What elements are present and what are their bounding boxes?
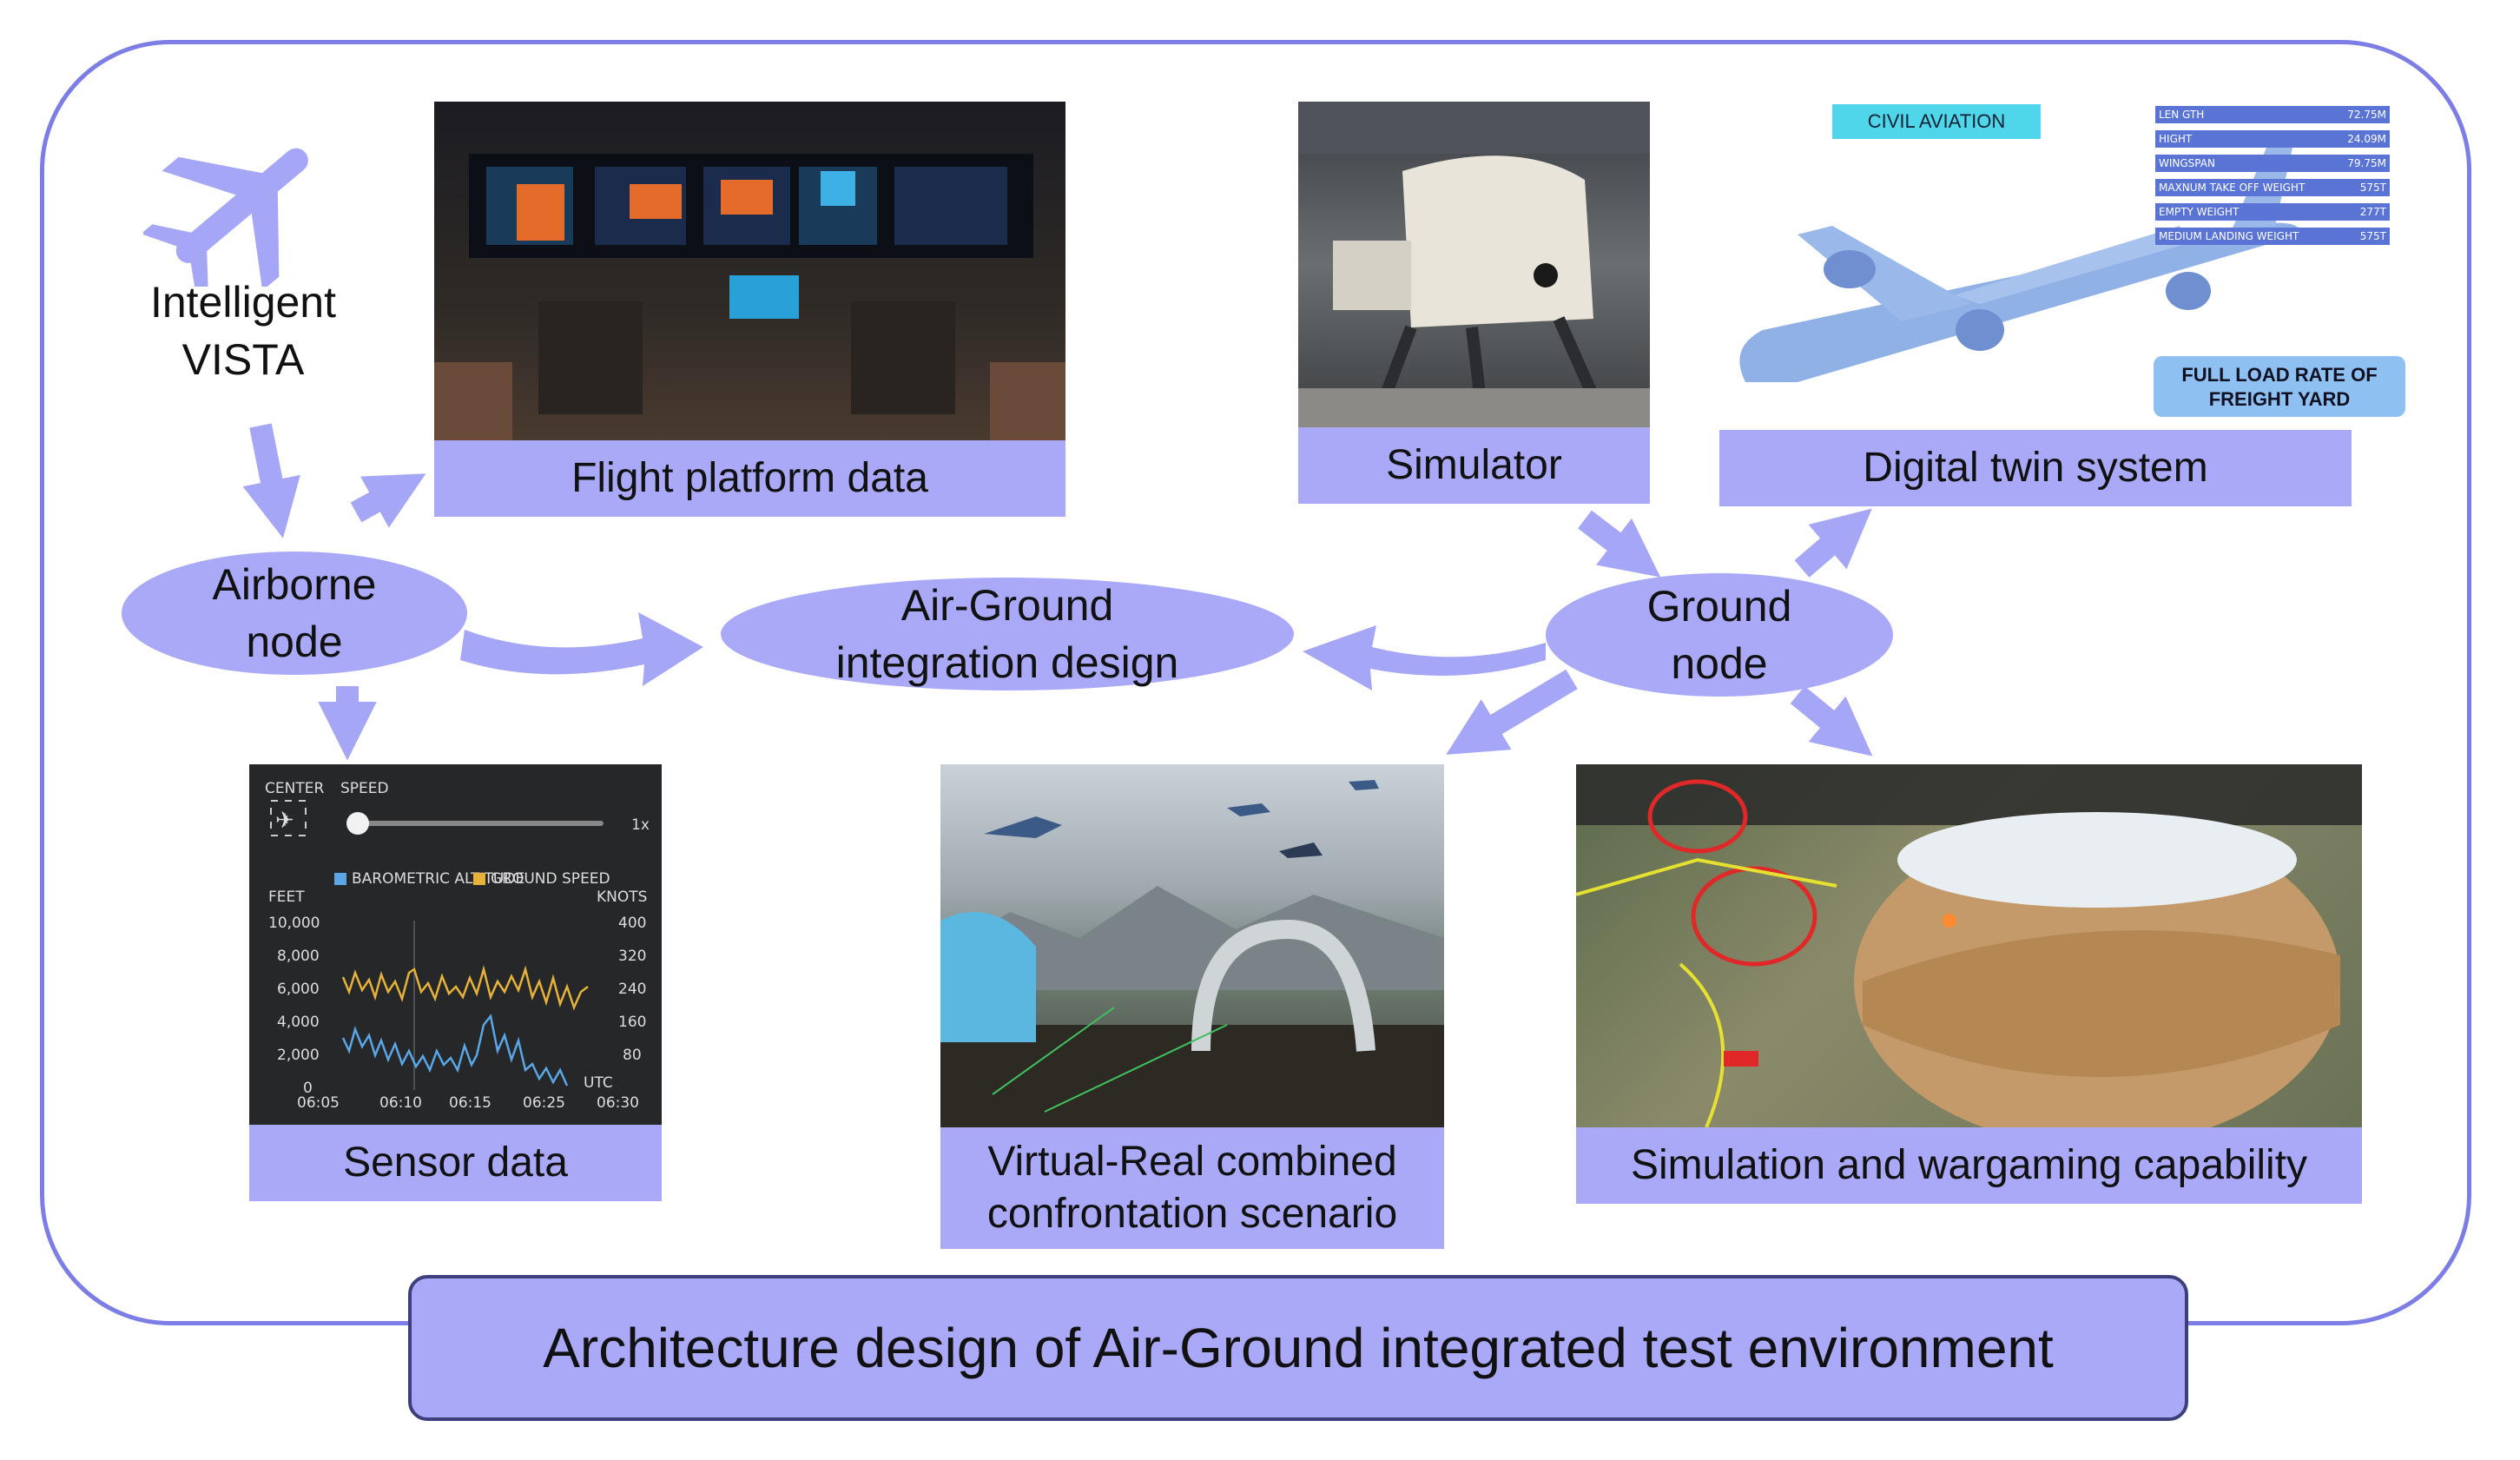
left-unit: FEET xyxy=(268,889,305,906)
svg-text:06:25: 06:25 xyxy=(523,1094,565,1112)
integration-line2: integration design xyxy=(835,638,1179,687)
simulation-wargaming-label: Simulation and wargaming capability xyxy=(1576,1127,2362,1204)
svg-text:240: 240 xyxy=(618,981,646,998)
intelligent-line: Intelligent xyxy=(149,278,337,327)
virtual-real-line2: confrontation scenario xyxy=(986,1191,1398,1237)
svg-text:06:05: 06:05 xyxy=(297,1094,340,1112)
wargaming-map-image xyxy=(1576,764,2362,1127)
virtual-real-line1: Virtual-Real combined xyxy=(987,1139,1397,1185)
svg-text:320: 320 xyxy=(618,948,646,965)
airborne-node: Airborne node xyxy=(122,552,467,675)
digital-twin-label: Digital twin system xyxy=(1719,430,2352,506)
airborne-line2: node xyxy=(246,618,343,666)
ground-speed-line xyxy=(341,965,589,1011)
speed-text: SPEED xyxy=(340,780,389,797)
arrow-airborne-to-integration xyxy=(460,612,703,686)
arrow-airborne-to-flight xyxy=(350,473,426,528)
svg-text:4,000: 4,000 xyxy=(277,1014,320,1031)
title-text: Architecture design of Air-Ground integr… xyxy=(543,1317,2054,1379)
diagram-title: Architecture design of Air-Ground integr… xyxy=(408,1275,2188,1421)
center-button[interactable] xyxy=(270,800,307,836)
airborne-line1: Airborne xyxy=(212,560,377,609)
svg-text:80: 80 xyxy=(623,1047,642,1064)
sensor-chart-image: CENTER SPEED ✈ 1x BAROMETRIC ALTITUDE GR… xyxy=(249,764,662,1125)
speed-value: 1x xyxy=(631,816,650,834)
speed-slider-handle[interactable] xyxy=(346,812,369,835)
svg-text:400: 400 xyxy=(618,915,646,932)
vista-line: VISTA xyxy=(181,335,305,384)
ground-line2: node xyxy=(1671,639,1768,688)
ground-node: Ground node xyxy=(1546,573,1893,697)
freight-badge: FULL LOAD RATE OF FREIGHT YARD xyxy=(2154,356,2405,417)
svg-text:160: 160 xyxy=(618,1014,646,1031)
cockpit-photo xyxy=(434,102,1065,440)
virtual-real-label: Virtual-Real combined confrontation scen… xyxy=(940,1127,1444,1249)
arrow-ground-to-simulation xyxy=(1790,685,1873,756)
svg-text:0: 0 xyxy=(303,1080,313,1097)
legend-ground-speed: GROUND SPEED xyxy=(491,870,610,888)
svg-text:10,000: 10,000 xyxy=(268,915,320,932)
svg-text:8,000: 8,000 xyxy=(277,948,320,965)
svg-text:2,000: 2,000 xyxy=(277,1047,320,1064)
flight-platform-label: Flight platform data xyxy=(434,440,1065,517)
simulator-photo xyxy=(1298,102,1650,427)
arrow-vista-to-airborne xyxy=(242,423,300,538)
simulator-label: Simulator xyxy=(1298,427,1650,504)
ground-line1: Ground xyxy=(1646,582,1792,631)
svg-text:06:30: 06:30 xyxy=(597,1094,639,1112)
intelligent-vista-label: Intelligent VISTA xyxy=(130,274,356,388)
svg-text:6,000: 6,000 xyxy=(277,981,320,998)
plane-icon: ✈ xyxy=(275,807,294,833)
center-text: CENTER xyxy=(265,780,324,797)
svg-text:06:15: 06:15 xyxy=(449,1094,491,1112)
airplane-icon xyxy=(141,130,334,301)
integration-line1: Air-Ground xyxy=(900,581,1114,630)
civil-aviation-badge: CIVIL AVIATION xyxy=(1832,104,2041,139)
arrow-ground-to-integration xyxy=(1303,625,1546,690)
arrow-ground-to-virtual xyxy=(1446,669,1578,755)
virtual-real-scene-image xyxy=(940,764,1444,1127)
right-unit: KNOTS xyxy=(597,889,647,906)
air-ground-integration-node: Air-Ground integration design xyxy=(721,578,1294,690)
sensor-data-label: Sensor data xyxy=(249,1125,662,1201)
utc-label: UTC xyxy=(584,1074,613,1092)
altitude-line xyxy=(341,1014,569,1087)
svg-text:06:10: 06:10 xyxy=(379,1094,422,1112)
arrow-ground-to-twin xyxy=(1794,508,1872,578)
arrow-simulator-to-ground xyxy=(1578,510,1661,578)
